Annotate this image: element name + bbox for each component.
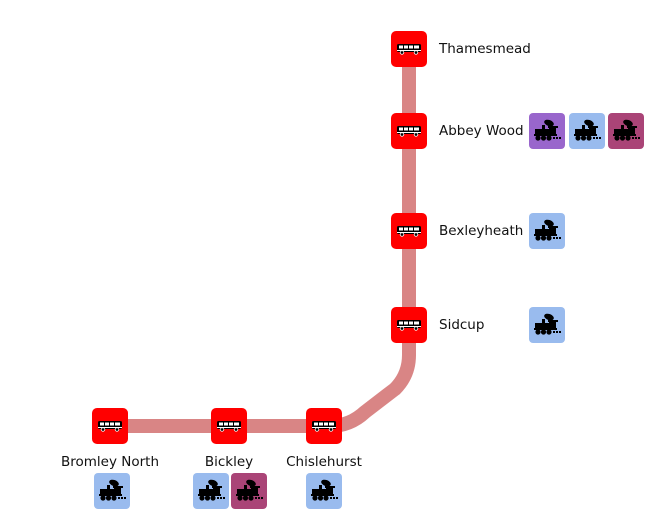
train-icon bbox=[611, 119, 641, 143]
station-label: Abbey Wood bbox=[439, 123, 524, 139]
bus-icon bbox=[396, 125, 422, 137]
bus-icon bbox=[396, 43, 422, 55]
station-bickley[interactable] bbox=[211, 408, 247, 444]
train-badge-blue[interactable] bbox=[568, 113, 605, 149]
bus-icon bbox=[97, 420, 123, 432]
station-chislehurst[interactable] bbox=[306, 408, 342, 444]
bus-icon bbox=[396, 225, 422, 237]
train-icon bbox=[97, 479, 127, 503]
bus-icon bbox=[396, 319, 422, 331]
bus-icon bbox=[311, 420, 337, 432]
station-label: Chislehurst bbox=[286, 454, 362, 470]
station-label: Thamesmead bbox=[439, 41, 531, 57]
train-icon bbox=[532, 219, 562, 243]
station-sidcup[interactable] bbox=[391, 307, 427, 343]
station-label: Bickley bbox=[204, 454, 254, 470]
train-icon bbox=[532, 119, 562, 143]
station-label: Bexleyheath bbox=[439, 223, 524, 239]
train-badge-purple[interactable] bbox=[529, 113, 565, 149]
train-badge-blue[interactable] bbox=[193, 473, 229, 509]
station-thamesmead[interactable] bbox=[391, 31, 427, 67]
train-icon bbox=[572, 119, 602, 143]
train-icon bbox=[309, 479, 339, 503]
train-badge-blue[interactable] bbox=[529, 307, 565, 343]
train-badge-maroon[interactable] bbox=[231, 473, 267, 509]
train-badge-blue[interactable] bbox=[529, 213, 565, 249]
station-label: Sidcup bbox=[439, 317, 485, 333]
train-badge-blue[interactable] bbox=[94, 473, 130, 509]
train-badge-maroon[interactable] bbox=[608, 113, 644, 149]
station-label: Bromley North bbox=[60, 454, 160, 470]
station-bromley-north[interactable] bbox=[92, 408, 128, 444]
station-abbey-wood[interactable] bbox=[391, 113, 427, 149]
route-line bbox=[110, 49, 416, 433]
bus-icon bbox=[216, 420, 242, 432]
train-icon bbox=[234, 479, 264, 503]
train-badge-blue[interactable] bbox=[306, 473, 342, 509]
train-icon bbox=[532, 313, 562, 337]
train-icon bbox=[196, 479, 226, 503]
station-bexleyheath[interactable] bbox=[391, 213, 427, 249]
